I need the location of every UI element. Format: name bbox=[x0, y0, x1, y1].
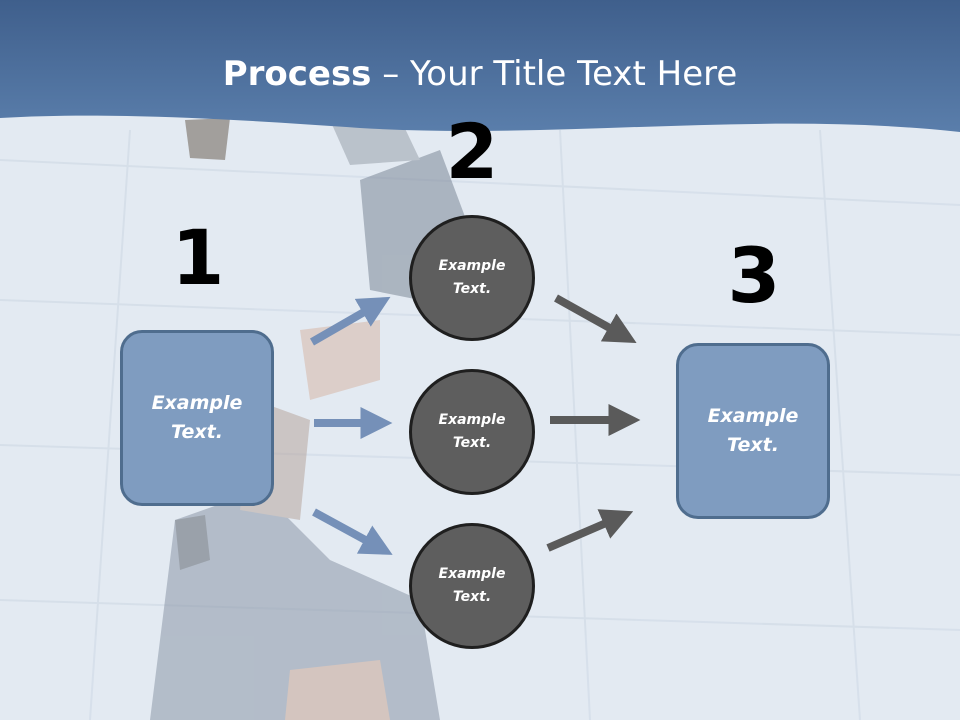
step-3-number: 3 bbox=[727, 231, 781, 320]
step-2-circle-bottom: Example Text. bbox=[409, 523, 535, 649]
step-2-circle-top: Example Text. bbox=[409, 215, 535, 341]
arrow-circle-top-to-3 bbox=[554, 294, 637, 344]
arrow-circle-bottom-to-3 bbox=[546, 509, 634, 552]
step-1-box: Example Text. bbox=[120, 330, 274, 506]
slide-title: Process – Your Title Text Here bbox=[0, 52, 960, 96]
step-3-text: Example Text. bbox=[707, 405, 799, 456]
step-2-number: 2 bbox=[445, 107, 499, 196]
arrow-1-to-circle-top bbox=[310, 296, 391, 346]
circle-bottom-text: Example Text. bbox=[438, 566, 506, 605]
circle-middle-text: Example Text. bbox=[438, 412, 506, 451]
step-3-box: Example Text. bbox=[676, 343, 830, 519]
step-2-circle-middle: Example Text. bbox=[409, 369, 535, 495]
title-rest: – Your Title Text Here bbox=[371, 54, 738, 94]
step-1-text: Example Text. bbox=[151, 392, 243, 443]
title-bold: Process bbox=[222, 54, 372, 94]
step-1-number: 1 bbox=[171, 213, 225, 302]
arrow-1-to-circle-bottom bbox=[312, 508, 393, 555]
circle-top-text: Example Text. bbox=[438, 258, 506, 297]
